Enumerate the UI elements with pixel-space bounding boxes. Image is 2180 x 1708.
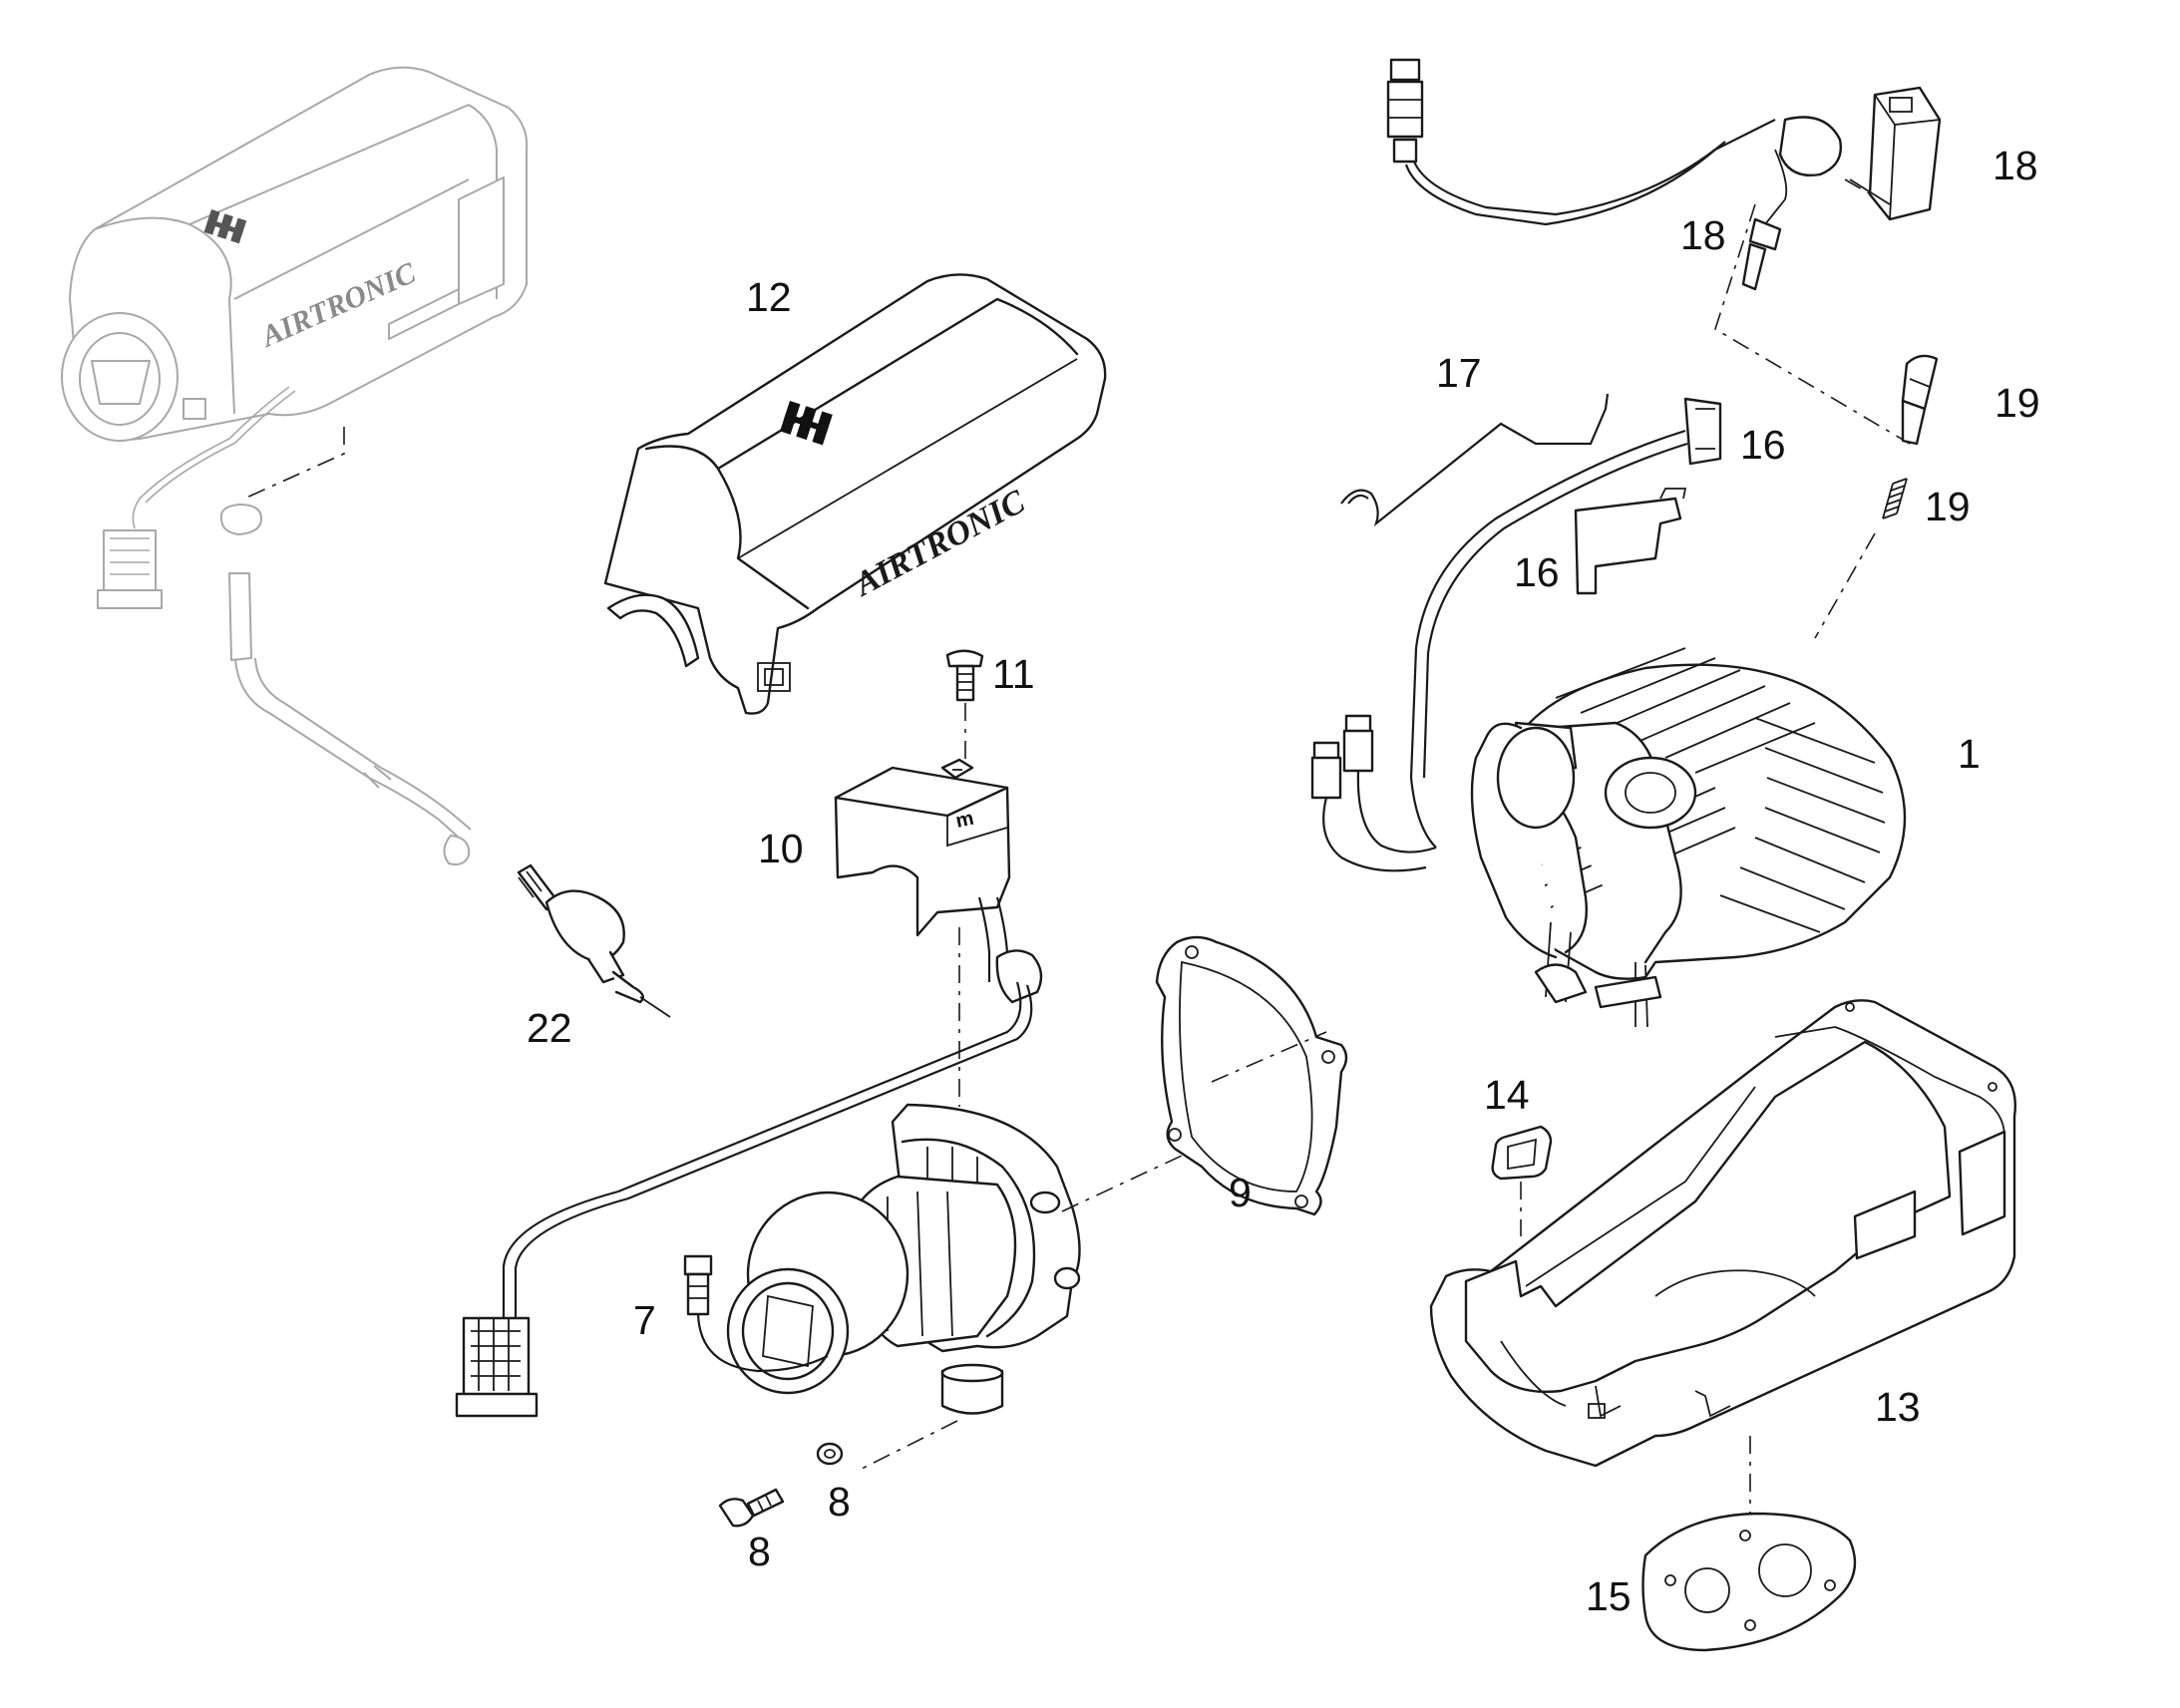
flame-sensor-part-18 xyxy=(1386,58,1842,291)
top-cover-part-12: AIRTRONIC xyxy=(603,273,1107,715)
wire-bracket-part-17 xyxy=(1340,393,1610,527)
bracket-part-16 xyxy=(1574,488,1687,595)
callout-9: 9 xyxy=(1229,1170,1252,1215)
sensor-wiring-connectors xyxy=(1310,714,1437,872)
blower-motor-assembly xyxy=(726,1103,1213,1472)
callout-14: 14 xyxy=(1484,1072,1530,1118)
callout-8: 8 xyxy=(748,1529,771,1574)
callout-15: 15 xyxy=(1586,1573,1632,1619)
svg-text:m: m xyxy=(953,808,975,833)
callout-22: 22 xyxy=(527,1005,572,1051)
fuel-pump-part-22 xyxy=(517,863,671,1018)
callout-16: 16 xyxy=(1514,549,1560,595)
callout-7: 7 xyxy=(633,1297,656,1343)
main-connector xyxy=(455,1316,539,1418)
fuel-line-assembly xyxy=(219,427,472,865)
callout-13: 13 xyxy=(1875,1384,1921,1430)
logo-mark xyxy=(780,401,833,446)
screw-part-8 xyxy=(718,1488,785,1528)
logo-mark-ghost xyxy=(203,209,247,244)
callout-12: 12 xyxy=(746,274,792,320)
connector-housing-part-18 xyxy=(1868,86,1942,221)
callout-1: 1 xyxy=(1958,731,1981,777)
callout-19: 19 xyxy=(1925,484,1971,529)
grommet-part-14 xyxy=(1491,1125,1553,1236)
base-gasket-part-15 xyxy=(1641,1512,1857,1652)
screw-part-11 xyxy=(945,649,984,773)
callout-10: 10 xyxy=(758,826,804,871)
sensor-part-16 xyxy=(1409,397,1722,849)
callout-18: 18 xyxy=(1680,212,1726,258)
spring-part-19 xyxy=(1882,478,1908,519)
callout-8: 8 xyxy=(828,1479,851,1525)
glow-plug-part-19 xyxy=(1901,354,1939,446)
leader-line-18 xyxy=(1849,178,1891,205)
callout-18: 18 xyxy=(1993,143,2038,188)
callout-labels: 1 7 8 8 9 10 11 12 13 14 15 16 16 17 18 … xyxy=(527,143,2040,1619)
callout-16: 16 xyxy=(1740,422,1786,468)
washer-part-8 xyxy=(816,1442,844,1466)
heat-exchanger-part-1 xyxy=(1470,647,1907,1028)
gasket-part-9 xyxy=(1155,935,1348,1216)
cable-harness xyxy=(502,927,1043,1321)
lower-housing-part-13 xyxy=(1429,999,2016,1531)
callout-11: 11 xyxy=(992,651,1035,697)
assembly-center-lines xyxy=(1714,178,1911,639)
control-unit-part-10: m xyxy=(834,758,1011,982)
assembled-heater-overview: AIRTRONIC xyxy=(61,66,529,609)
sensor-connector-part-7 xyxy=(683,1254,829,1373)
callout-19: 19 xyxy=(1995,380,2040,426)
callout-17: 17 xyxy=(1436,350,1482,396)
